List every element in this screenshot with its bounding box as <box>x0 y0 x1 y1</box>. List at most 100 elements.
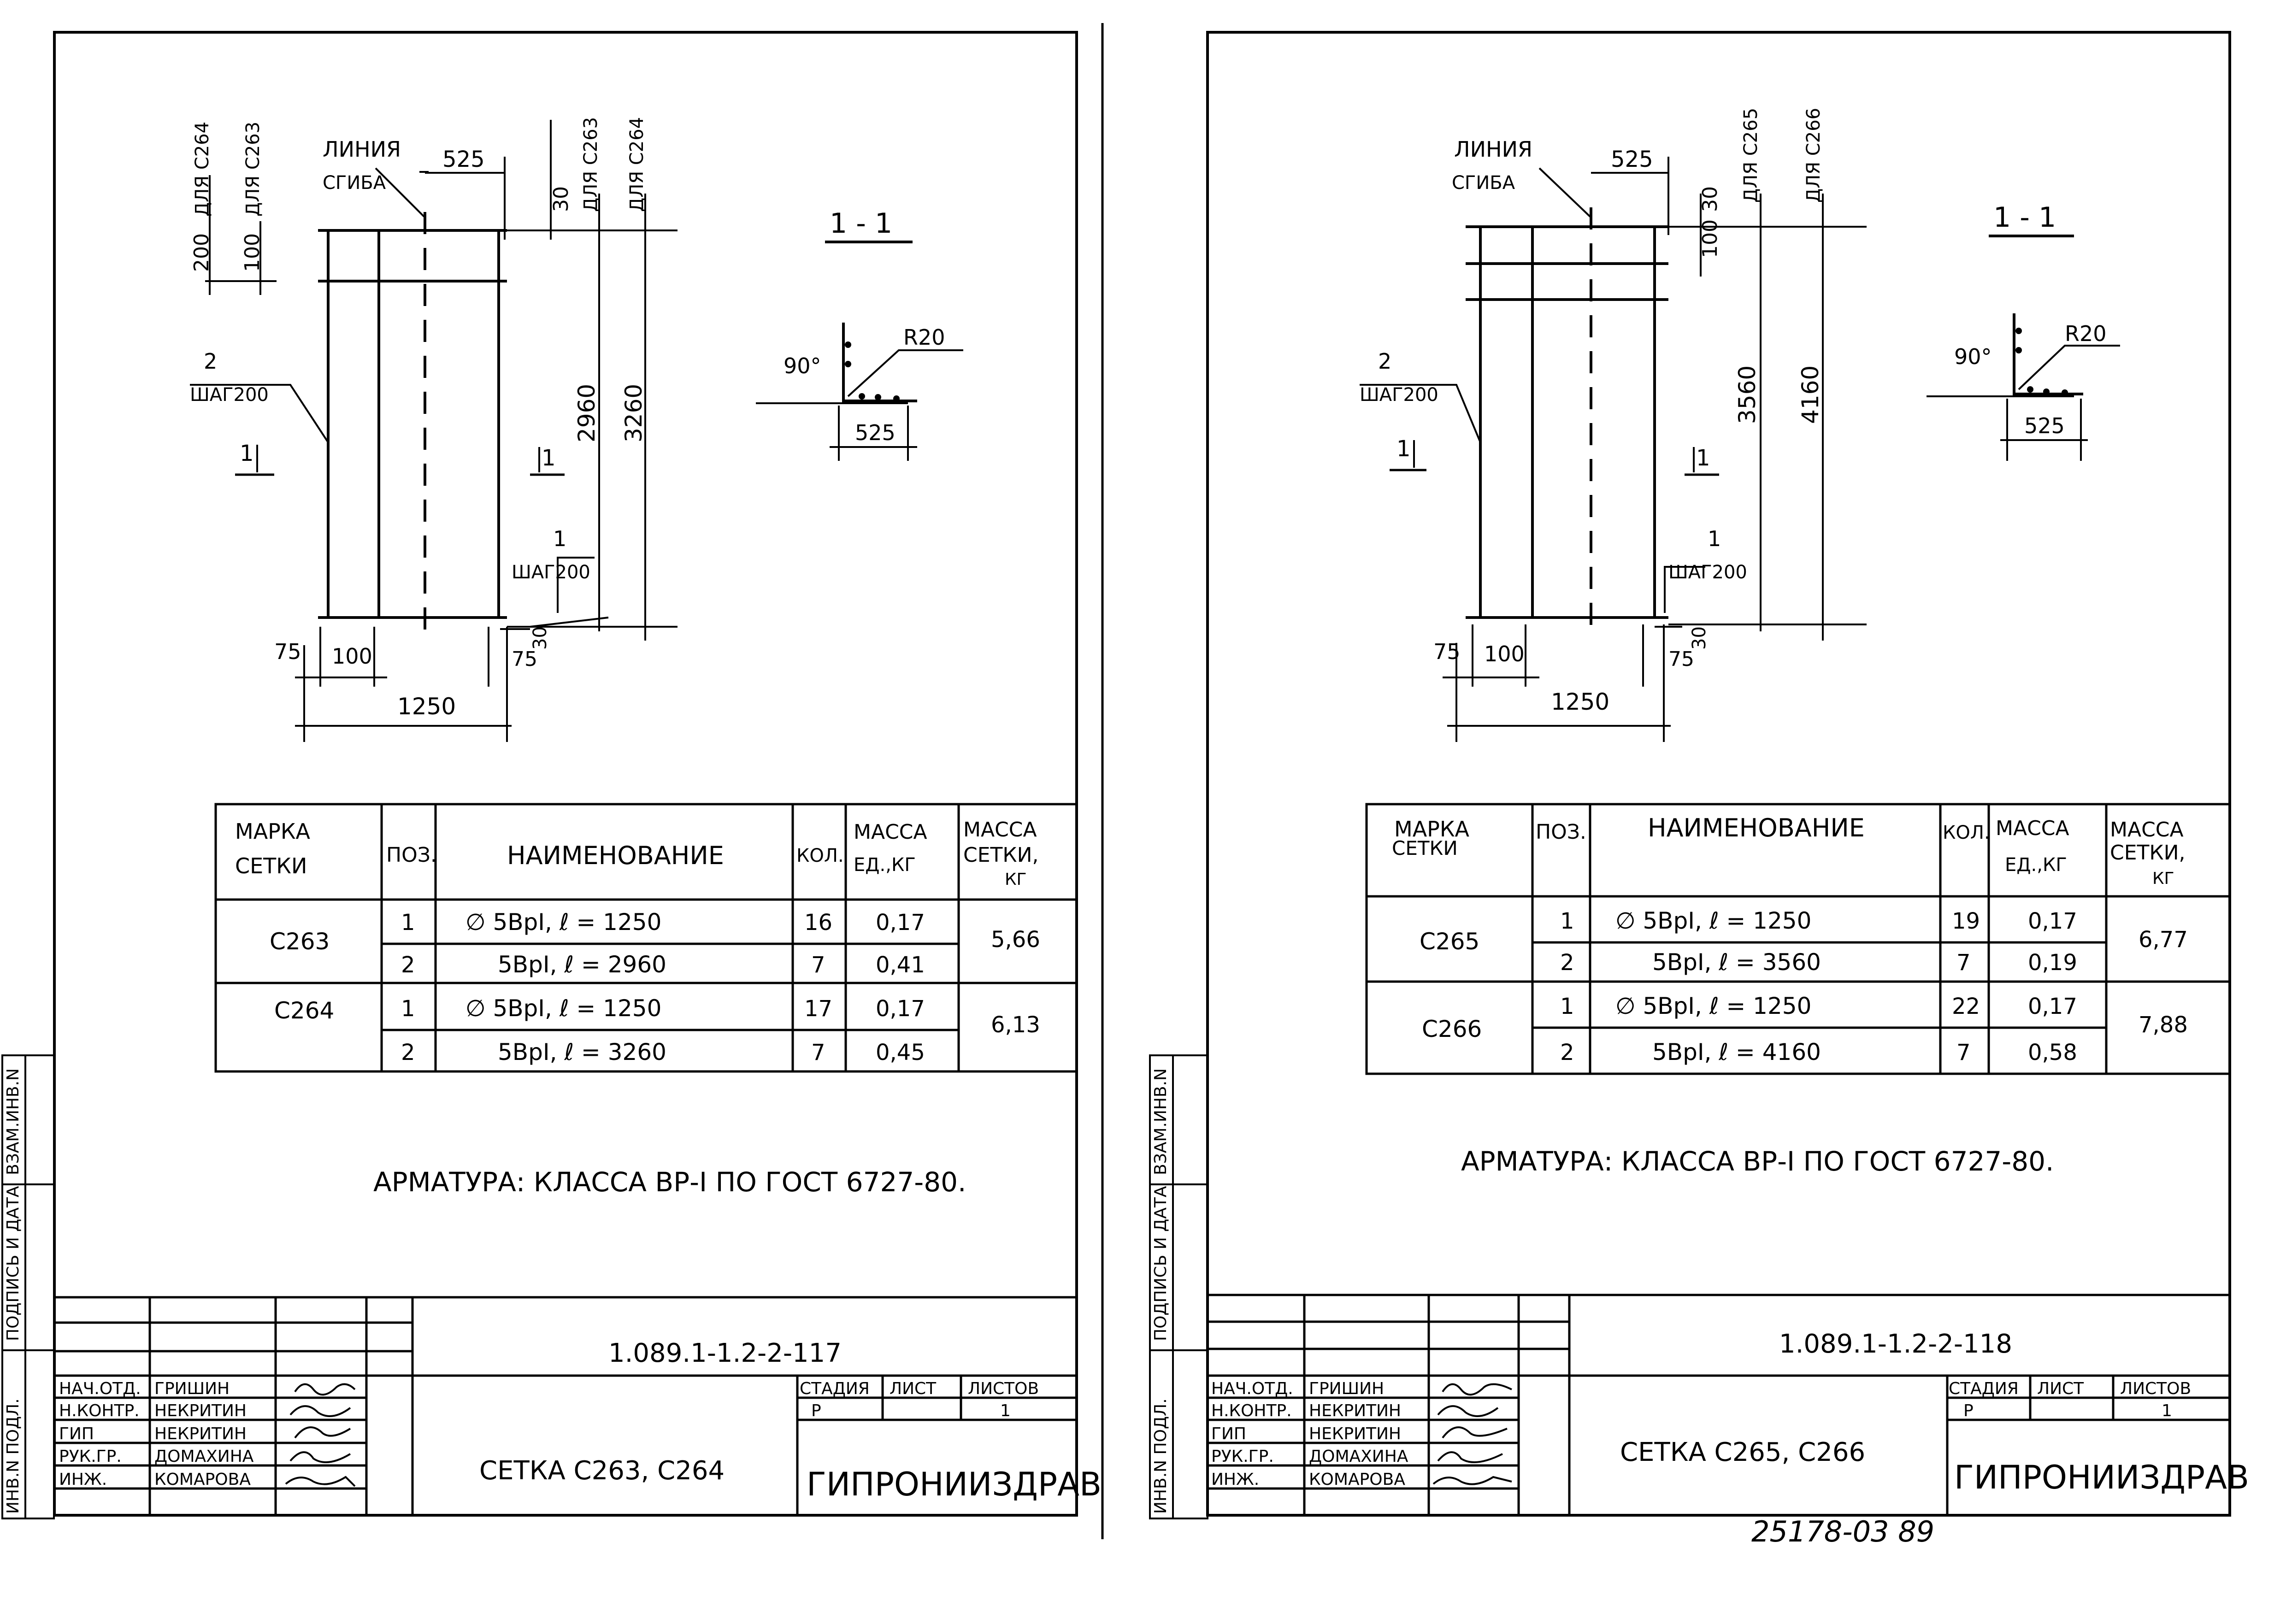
vlabel-a: ДЛЯ С265 <box>1740 108 1762 203</box>
org-name: ГИПРОНИИЗДРАВ <box>807 1465 1102 1503</box>
dim-30-top: 30 <box>1698 186 1722 212</box>
unit-cell: 0,58 <box>2028 1040 2077 1065</box>
staff-name: ДОМАХИНА <box>1309 1447 1408 1466</box>
sheet-left: ИНВ.N ПОДЛ. ПОДПИСЬ И ДАТА ВЗАМ.ИНВ.N <box>1 31 1102 1519</box>
staff-role: НАЧ.ОТД. <box>1211 1379 1293 1398</box>
staff-name: КОМАРОВА <box>1309 1470 1405 1489</box>
staff-role: Н.КОНТР. <box>1211 1401 1292 1420</box>
signature-scribbles <box>1432 1383 1512 1485</box>
header-unit-2: ЕД.,КГ <box>2005 854 2067 876</box>
section-marker-right: 1 <box>530 445 565 476</box>
bend-line-label-2: СГИБА <box>1452 172 1515 194</box>
staff-name: ДОМАХИНА <box>154 1447 254 1466</box>
header-mark-1: МАРКА <box>1394 817 1470 841</box>
total-cell: 7,88 <box>2139 1012 2188 1038</box>
section-detail: 1 - 1 R20 90° 525 <box>756 207 963 461</box>
pos2-label-step: ШАГ200 <box>190 384 269 406</box>
unit-cell: 0,17 <box>2028 908 2077 934</box>
sheet-title: СЕТКА С263, С264 <box>479 1456 725 1486</box>
dim-75-right: 75 <box>1668 647 1694 671</box>
signature-scribbles <box>285 1383 356 1487</box>
header-name: НАИМЕНОВАНИЕ <box>1648 813 1865 842</box>
pos2-label-num: 2 <box>1378 349 1391 374</box>
dim-100-left: 100 <box>332 644 372 669</box>
unit-cell: 0,45 <box>876 1040 925 1065</box>
name-cell: ∅ 5ВрI, ℓ = 1250 <box>465 995 661 1022</box>
title-block: 1.089.1-1.2-2-118 СЕТКА С265, С266 ГИПРО… <box>1208 1294 2249 1515</box>
mark-cell: С264 <box>274 997 334 1024</box>
bend-line-label-2: СГИБА <box>323 172 386 194</box>
dim-75-left: 75 <box>274 639 301 664</box>
sheet-right: ИНВ.N ПОДЛ. ПОДПИСЬ И ДАТА ВЗАМ.ИНВ.N <box>1149 31 2249 1519</box>
margin-label-inv: ИНВ.N ПОДЛ. <box>1151 1398 1170 1514</box>
margin-label-sign: ПОДПИСЬ И ДАТА <box>1151 1186 1170 1341</box>
pos1-label-step: ШАГ200 <box>512 562 590 583</box>
mesh-drawing <box>318 212 507 634</box>
staff-name: ГРИШИН <box>1309 1379 1384 1398</box>
pos2-label-step: ШАГ200 <box>1360 384 1438 406</box>
pos-cell: 1 <box>1560 908 1574 934</box>
dim-75-right: 75 <box>512 647 537 671</box>
reinforcement-note: АРМАТУРА: КЛАССА ВР-I ПО ГОСТ 6727-80. <box>373 1166 966 1198</box>
dim-525-top: 525 <box>1611 147 1653 172</box>
staff-name: НЕКРИТИН <box>154 1401 247 1420</box>
name-cell: ∅ 5ВрI, ℓ = 1250 <box>1615 993 1811 1019</box>
dim-100-left: 100 <box>1484 641 1525 666</box>
header-mark-2: СЕТКИ <box>1392 837 1458 859</box>
vlabel-top-b: ДЛЯ С263 <box>242 122 264 217</box>
section-marker-right: 1 <box>1685 445 1719 476</box>
staff-role: ГИП <box>1211 1424 1246 1443</box>
dim-length-b: 4160 <box>1797 365 1824 424</box>
header-unit-1: МАССА <box>854 820 927 844</box>
left-margin-strip: ИНВ.N ПОДЛ. ПОДПИСЬ И ДАТА ВЗАМ.ИНВ.N <box>1149 1054 1208 1519</box>
svg-text:525: 525 <box>855 420 896 445</box>
header-total-3: КГ <box>1005 870 1027 889</box>
dim-30-top: 30 <box>549 186 573 212</box>
header-total-1: МАССА <box>963 818 1037 841</box>
left-margin-strip: ИНВ.N ПОДЛ. ПОДПИСЬ И ДАТА ВЗАМ.ИНВ.N <box>1 1054 55 1519</box>
header-unit-1: МАССА <box>1996 817 2069 840</box>
qty-cell: 17 <box>804 996 832 1022</box>
dim-100-top: 100 <box>241 233 264 272</box>
header-unit-2: ЕД.,КГ <box>854 854 916 876</box>
staff-name: НЕКРИТИН <box>154 1424 247 1443</box>
dimension-lines <box>1360 157 1867 742</box>
pos-cell: 2 <box>1560 1040 1574 1065</box>
mark-cell: С265 <box>1420 928 1479 955</box>
pos1-label-num: 1 <box>1708 526 1721 551</box>
svg-text:1: 1 <box>1696 445 1710 471</box>
sheets-value: 1 <box>1000 1401 1011 1420</box>
doc-code: 1.089.1-1.2-2-117 <box>608 1338 842 1368</box>
stage-value: Р <box>811 1401 821 1420</box>
staff-name: НЕКРИТИН <box>1309 1401 1401 1420</box>
svg-text:1 - 1: 1 - 1 <box>830 207 892 240</box>
spec-table: МАРКА СЕТКИ ПОЗ. НАИМЕНОВАНИЕ КОЛ. МАССА… <box>214 803 1078 1073</box>
qty-cell: 7 <box>811 952 825 978</box>
bend-line-label-1: ЛИНИЯ <box>323 137 401 162</box>
dim-30-bottom: 30 <box>1689 626 1710 650</box>
sheets-header: ЛИСТОВ <box>2120 1379 2191 1398</box>
sheet-header: ЛИСТ <box>2037 1379 2084 1398</box>
pos-cell: 2 <box>401 1040 415 1065</box>
pos-cell: 1 <box>1560 994 1574 1019</box>
header-total-1: МАССА <box>2110 818 2184 841</box>
margin-label-inv: ИНВ.N ПОДЛ. <box>4 1398 23 1514</box>
unit-cell: 0,19 <box>2028 950 2077 976</box>
unit-cell: 0,17 <box>876 910 925 936</box>
margin-label-sign: ПОДПИСЬ И ДАТА <box>4 1186 23 1341</box>
stage-header: СТАДИЯ <box>800 1379 870 1398</box>
dimension-lines <box>190 120 678 742</box>
stage-header: СТАДИЯ <box>1949 1379 2019 1398</box>
archive-number: 25178-03 89 <box>1751 1515 1934 1548</box>
header-pos: ПОЗ. <box>1536 820 1586 844</box>
margin-label-vzam: ВЗАМ.ИНВ.N <box>1151 1068 1170 1175</box>
qty-cell: 16 <box>804 910 832 936</box>
sheets-value: 1 <box>2162 1401 2172 1420</box>
header-name: НАИМЕНОВАНИЕ <box>507 841 724 870</box>
staff-name: ГРИШИН <box>154 1379 230 1398</box>
name-cell: 5ВрI, ℓ = 4160 <box>1652 1039 1821 1065</box>
header-pos: ПОЗ. <box>386 843 437 867</box>
dim-length-b: 3260 <box>620 384 647 442</box>
title-block: 1.089.1-1.2-2-117 СЕТКА С263, С264 ГИПРО… <box>54 1296 1102 1515</box>
name-cell: 5ВрI, ℓ = 2960 <box>498 951 666 978</box>
